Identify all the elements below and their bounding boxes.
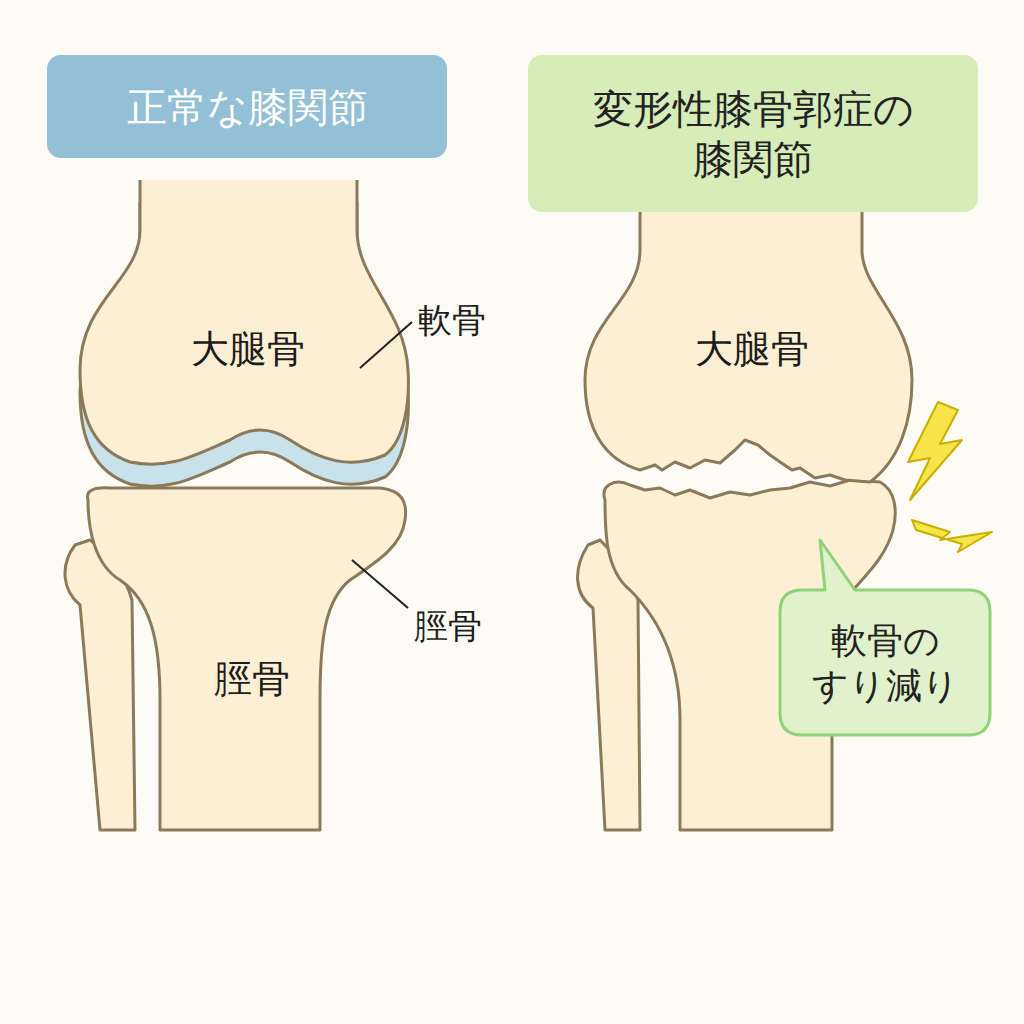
- bone-label: 大腿骨: [191, 327, 305, 373]
- node-text: 変形性膝骨郭症の 膝関節: [573, 84, 933, 184]
- tibia: [87, 488, 405, 830]
- bone-label: 大腿骨: [695, 327, 809, 373]
- part-label: 脛骨: [414, 606, 482, 647]
- femur: [80, 180, 408, 464]
- part-label: 軟骨: [418, 300, 486, 341]
- pain-bolt: [912, 520, 992, 552]
- heading-box: 正常な膝関節: [47, 55, 447, 158]
- leader-line: [352, 560, 408, 608]
- callout-bubble: 軟骨の すり減り: [780, 590, 990, 735]
- femur: [585, 212, 912, 482]
- callout-outline: [780, 590, 990, 735]
- node-text: 軟骨の すり減り: [795, 618, 975, 708]
- callout-outline: [780, 540, 990, 735]
- bone-label: 脛骨: [214, 657, 290, 703]
- pain-bolt: [908, 402, 962, 500]
- leader-line: [360, 322, 412, 368]
- heading-box: 変形性膝骨郭症の 膝関節: [528, 55, 978, 212]
- node-text: 正常な膝関節: [127, 82, 368, 132]
